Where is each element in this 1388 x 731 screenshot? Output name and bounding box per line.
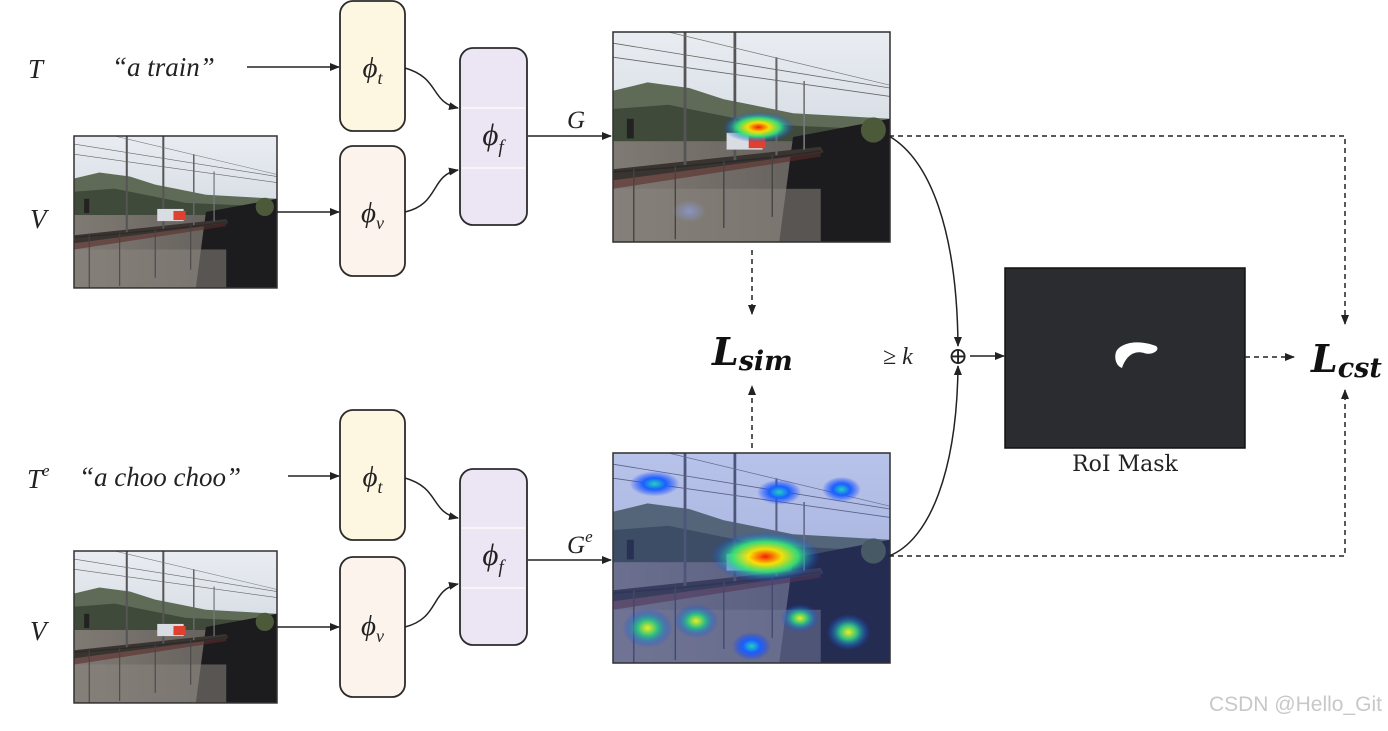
arrow-phi-v-to-phi-f-bottom xyxy=(404,581,459,628)
visual-symbol-top: V xyxy=(30,204,50,234)
text-encoder-bottom-label: ϕt xyxy=(362,461,383,497)
fusion-encoder-bottom-label: ϕf xyxy=(482,537,506,578)
text-prompt-bottom: “a choo choo” xyxy=(79,462,241,492)
gradcam-symbol-bottom: Ge xyxy=(567,527,593,559)
text-encoder-bottom xyxy=(339,409,406,541)
visual-encoder-bottom-label: ϕv xyxy=(361,610,384,646)
visual-encoder-top-label: ϕv xyxy=(361,197,384,233)
fusion-encoder-bottom xyxy=(459,468,528,646)
gradcam-map-top xyxy=(611,30,892,244)
arrow-gradcam-bottom-to-combine xyxy=(888,365,962,557)
text-encoder-top xyxy=(339,0,406,132)
arrow-gradcam-top-to-combine xyxy=(888,135,962,347)
input-image-bottom xyxy=(72,549,279,704)
text-prompt-top: “a train” xyxy=(112,52,215,82)
arrow-phi-t-to-phi-f-bottom xyxy=(404,477,459,521)
loss-cst: Lcst xyxy=(1310,336,1382,384)
fusion-encoder-top-label: ϕf xyxy=(482,117,506,158)
combine-operator-icon: ⊕ xyxy=(948,342,968,370)
gradcam-map-bottom xyxy=(611,451,892,665)
text-encoder-top-label: ϕt xyxy=(362,52,383,88)
threshold-label: ≥ k xyxy=(883,344,913,370)
arrow-phi-t-to-phi-f-top xyxy=(404,67,459,111)
visual-symbol-bottom: V xyxy=(30,616,50,646)
arrow-phi-v-to-phi-f-top xyxy=(404,167,459,213)
text-symbol-bottom: Te xyxy=(27,461,50,494)
fusion-encoder-top xyxy=(459,47,528,226)
input-image-top xyxy=(72,134,279,289)
roi-mask-region xyxy=(1115,342,1158,368)
visual-encoder-top xyxy=(339,145,406,277)
text-symbol-top: T xyxy=(28,54,45,84)
watermark: CSDN @Hello_Git xyxy=(1208,693,1382,716)
gradcam-symbol-top: G xyxy=(567,107,585,134)
roi-mask-label: RoI Mask xyxy=(1072,452,1178,477)
loss-sim: Lsim xyxy=(711,329,793,377)
